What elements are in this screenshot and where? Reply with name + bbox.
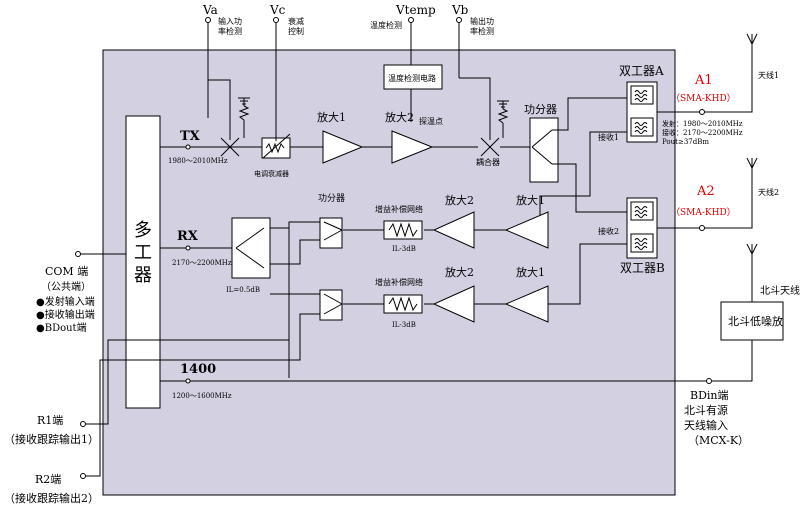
spec-line-3: Pout≥37dBm — [662, 138, 709, 146]
r2-label: R2端 — [35, 473, 61, 486]
rx1-amp1-label: 放大1 — [516, 193, 545, 207]
rx2-amp1 — [504, 285, 549, 323]
tx-amp2 — [391, 130, 434, 164]
il05-label: IL=0.5dB — [226, 286, 260, 294]
rx2-il-label: IL-3dB — [392, 321, 416, 329]
bdin-line-1: BDin端 — [690, 389, 729, 402]
vtemp-desc: 温度检测 — [370, 20, 402, 30]
a2-connector: （SMA-KHD） — [671, 207, 736, 218]
temp-detect-circuit — [383, 64, 443, 90]
va-desc: 输入功率检测 — [218, 16, 242, 36]
r2-desc: （接收跟踪输出2） — [4, 491, 99, 505]
duplexer-b: 双工器B 接收2 天线2 A2 （SMA-KHD） — [598, 157, 779, 275]
com-line-1: COM 端 — [45, 265, 88, 278]
vb-desc: 输出功率检测 — [470, 16, 494, 36]
com-line-4: ●接收输出端 — [36, 308, 95, 321]
r1-label: R1端 — [37, 414, 63, 427]
rx-freq: 2170～2200MHz — [172, 259, 232, 267]
coupler-label: 耦合器 — [476, 157, 500, 167]
top-pins: Va Vc Vtemp Vb 输入功率检测 衰减控制 温度检测 输出功率检测 — [202, 3, 494, 141]
duplexer-a-label: 双工器A — [619, 64, 664, 78]
vc-label: Vc — [269, 3, 286, 17]
splitter-label: 功分器 — [524, 103, 557, 116]
rx1-amp2 — [432, 211, 475, 249]
a1-label: A1 — [694, 73, 713, 88]
beidou-antenna-label: 北斗天线 — [760, 284, 800, 297]
l1400-label: 1400 — [180, 362, 216, 377]
tx-chain: TX 1980～2010MHz 电调衰减器 放大1 放大2 耦合器 — [160, 97, 530, 178]
rx1-amp2-label: 放大2 — [445, 193, 474, 207]
rx-chain-upper: 放大1 放大2 增益补偿网络 IL-3dB 功分器 — [270, 193, 549, 378]
tx-splitter: 功分器 — [524, 97, 627, 213]
multiplexer-label: 多工器 — [134, 220, 152, 286]
splitter2-label: 功分器 — [318, 193, 345, 204]
tx-freq: 1980～2010MHz — [168, 157, 228, 165]
vc-desc: 衰减控制 — [288, 16, 304, 36]
rx1-amp1 — [504, 211, 549, 249]
tx-label: TX — [180, 129, 201, 144]
beidou-lna — [720, 301, 784, 341]
rx2-gain-net-label: 增益补偿网络 — [375, 277, 423, 287]
spec-line-2: 接收：2170～2200MHz — [662, 128, 743, 137]
rx2-amp1-label: 放大1 — [516, 265, 545, 279]
l1400-freq: 1200～1600MHz — [172, 392, 232, 400]
rx-input-splitter: IL=0.5dB — [226, 217, 271, 294]
bdin-line-3: 天线输入 — [684, 418, 728, 432]
a2-label: A2 — [696, 184, 715, 199]
rx-chain-lower: 放大1 放大2 增益补偿网络 IL-3dB — [86, 265, 549, 477]
receive2-label: 接收2 — [598, 226, 619, 236]
rx1-gain-net-label: 增益补偿网络 — [375, 204, 423, 214]
attenuator-label: 电调衰减器 — [254, 169, 289, 178]
tx-amp1 — [322, 130, 364, 164]
rx2-amp2 — [432, 285, 475, 323]
antenna2-label: 天线2 — [758, 187, 779, 197]
tx-amp1-label: 放大1 — [317, 110, 346, 124]
rx-label: RX — [177, 229, 199, 244]
temp-probe-label: 探温点 — [419, 116, 443, 126]
com-line-5: ●BDout端 — [36, 321, 87, 334]
vtemp-label: Vtemp — [395, 3, 436, 17]
duplexer-a: 双工器A 接收1 天线1 A1 （SMA-KHD） 发射：1980～2010MH… — [598, 33, 779, 146]
va-label: Va — [202, 3, 218, 17]
rx2-amp2-label: 放大2 — [445, 265, 474, 279]
a1-connector: （SMA-KHD） — [671, 93, 736, 104]
temp-detect-label: 温度检测电路 — [388, 73, 436, 83]
rx1-il-label: IL-3dB — [392, 245, 416, 253]
com-line-2: （公共端） — [41, 280, 91, 293]
com-line-3: ●发射输入端 — [36, 295, 95, 308]
bdin-line-4: （MCX-K） — [688, 434, 749, 447]
r1-desc: （接收跟踪输出1） — [4, 432, 99, 446]
duplexer-b-label: 双工器B — [620, 261, 665, 275]
antenna1-label: 天线1 — [758, 70, 779, 80]
receive1-label: 接收1 — [598, 132, 619, 142]
multiplexer-block — [125, 115, 161, 409]
beidou-lna-label: 北斗低噪放 — [728, 314, 783, 328]
tx-amp2-label: 放大2 — [385, 110, 414, 124]
vb-label: Vb — [451, 3, 469, 17]
bdin-line-2: 北斗有源 — [684, 403, 728, 417]
spec-line-1: 发射：1980～2010MHz — [662, 119, 743, 128]
